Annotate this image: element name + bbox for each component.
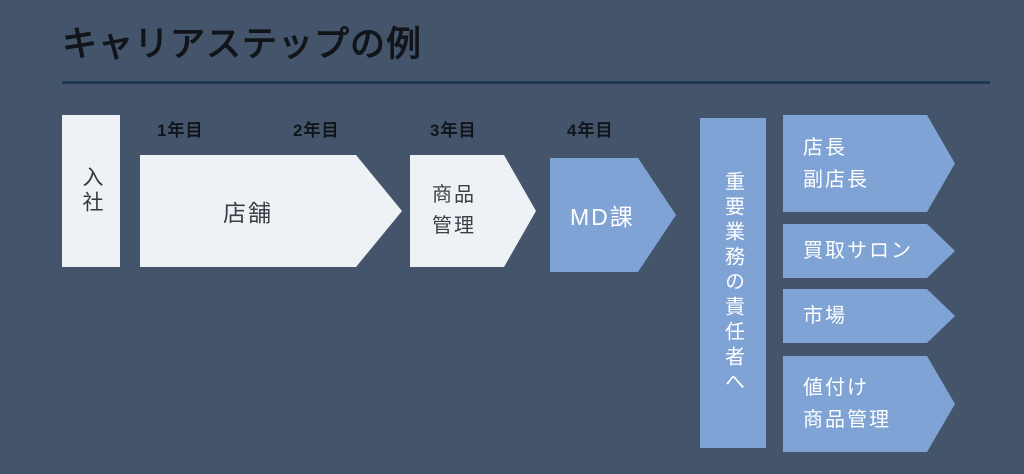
year-label-2: 2年目 xyxy=(293,121,340,140)
outcome-market-line1: 市場 xyxy=(803,305,847,327)
outcome-arrow-pricing: 値付け 商品管理 xyxy=(783,356,955,452)
entry-label: 入社 xyxy=(80,166,103,216)
outcome-manager-line2: 副店長 xyxy=(803,168,869,191)
step-arrow-store: 店舗 xyxy=(140,155,402,267)
outcome-arrow-manager: 店長 副店長 xyxy=(783,115,955,212)
step-arrow-merchandise: 商品 管理 xyxy=(410,155,536,267)
step-label-merchandise-line1: 商品 xyxy=(432,184,476,206)
step-label-merchandise: 商品 管理 xyxy=(432,180,476,242)
outcome-pricing-line2: 商品管理 xyxy=(803,409,891,431)
entry-box: 入社 xyxy=(62,115,120,267)
step-label-merchandise-line2: 管理 xyxy=(432,215,476,237)
step-label-md: MD課 xyxy=(570,204,635,230)
year-label-4: 4年目 xyxy=(567,121,614,140)
outcome-pricing-line1: 値付け xyxy=(803,377,869,399)
outcome-manager-line1: 店長 xyxy=(803,136,847,159)
year-label-1: 1年目 xyxy=(157,121,204,140)
milestone-bar: 重要業務の責任者へ xyxy=(700,118,766,448)
outcome-arrow-salon: 買取サロン xyxy=(783,224,955,278)
milestone-label: 重要業務の責任者へ xyxy=(721,170,744,396)
outcome-arrow-market: 市場 xyxy=(783,289,955,343)
title-divider-line xyxy=(62,81,990,84)
year-label-3: 3年目 xyxy=(430,121,477,140)
step-arrow-md: MD課 xyxy=(550,158,676,272)
step-label-store: 店舗 xyxy=(223,200,273,226)
outcome-salon-line1: 買取サロン xyxy=(803,240,913,262)
page-title: キャリアステップの例 xyxy=(62,25,423,64)
